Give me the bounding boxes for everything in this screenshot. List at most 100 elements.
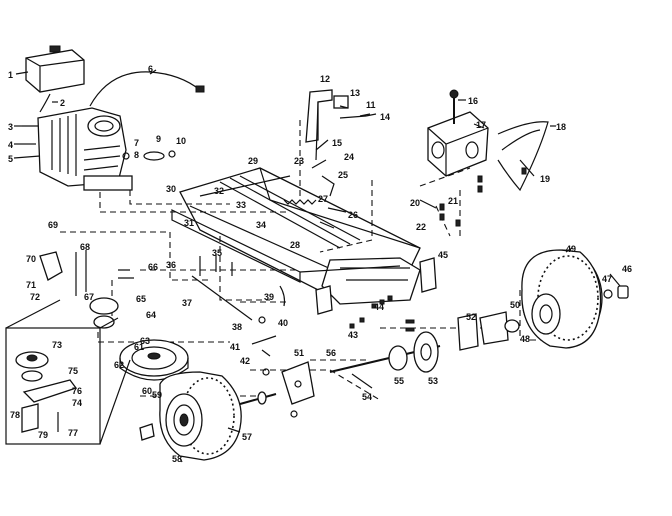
callout-46: 46 [622, 264, 632, 274]
bolts-26 [319, 207, 347, 229]
callout-5: 5 [8, 154, 13, 164]
callout-36: 36 [166, 260, 176, 270]
rod-19 [519, 159, 535, 177]
washer-47 [603, 289, 613, 299]
transaxle [427, 89, 489, 177]
callout-30: 30 [166, 184, 176, 194]
callout-41: 41 [230, 342, 240, 352]
engine [37, 107, 133, 191]
callout-27: 27 [318, 194, 328, 204]
callout-58: 58 [172, 454, 182, 464]
callout-28: 28 [290, 240, 300, 250]
shift-lever-assembly [305, 89, 367, 161]
callout-63: 63 [140, 336, 150, 346]
callout-11: 11 [366, 100, 376, 110]
callout-18: 18 [556, 122, 566, 132]
callout-78: 78 [10, 410, 20, 420]
callout-26: 26 [348, 210, 358, 220]
callout-15: 15 [332, 138, 342, 148]
hardware-row-44 [349, 295, 415, 332]
bracket-45 [419, 257, 437, 293]
fuel-tank [25, 45, 85, 93]
axle-55 [329, 331, 441, 373]
callout-labels: 1 2 3 4 5 6 7 8 9 10 11 12 13 14 15 16 1… [8, 64, 632, 464]
callout-3: 3 [8, 122, 13, 132]
callout-67: 67 [84, 292, 94, 302]
throttle-cable [89, 71, 201, 107]
fuel-line [39, 93, 51, 113]
callout-16: 16 [468, 96, 478, 106]
spindle-washer [257, 391, 267, 405]
assembly-lines [60, 120, 600, 401]
callout-1: 1 [8, 70, 13, 80]
callout-20: 20 [410, 198, 420, 208]
callout-32: 32 [214, 186, 224, 196]
callout-69: 69 [48, 220, 58, 230]
bolts-35 [199, 254, 233, 276]
callout-4: 4 [8, 140, 13, 150]
callout-64: 64 [146, 310, 156, 320]
callout-56: 56 [326, 348, 336, 358]
inset-detail-box [5, 299, 131, 445]
plate-53 [479, 311, 509, 345]
clip-39 [279, 285, 286, 307]
callout-7: 7 [134, 138, 139, 148]
callout-77: 77 [68, 428, 78, 438]
callout-14: 14 [380, 112, 390, 122]
axle-hole [294, 380, 302, 388]
axle-bracket-51 [281, 361, 315, 405]
callout-43: 43 [348, 330, 358, 340]
callout-79: 79 [38, 430, 48, 440]
belt-inner [501, 129, 541, 151]
callout-24: 24 [344, 152, 354, 162]
axle-cap-46 [617, 285, 629, 299]
callout-2: 2 [60, 98, 65, 108]
callout-44: 44 [374, 302, 384, 312]
callout-54: 54 [362, 392, 372, 402]
rear-wheel-right [521, 249, 603, 349]
callout-61: 61 [134, 342, 144, 352]
callout-42: 42 [240, 356, 250, 366]
pulley-62 [119, 339, 189, 381]
callout-35: 35 [212, 248, 222, 258]
plate-52 [457, 313, 479, 351]
callout-17: 17 [476, 120, 486, 130]
callout-39: 39 [264, 292, 274, 302]
callout-13: 13 [350, 88, 360, 98]
bushing-50 [504, 319, 520, 333]
bolt-20 [419, 199, 437, 209]
callout-47: 47 [602, 274, 612, 284]
callout-21: 21 [448, 196, 458, 206]
callout-37: 37 [182, 298, 192, 308]
front-wheel-left [159, 371, 242, 461]
gasket-9 [143, 151, 165, 161]
callout-55: 55 [394, 376, 404, 386]
nut-10 [168, 150, 176, 158]
callout-25: 25 [338, 170, 348, 180]
control-rod-37 [191, 275, 253, 321]
callout-40: 40 [278, 318, 288, 328]
callout-70: 70 [26, 254, 36, 264]
leader-lines [13, 69, 621, 463]
callout-65: 65 [136, 294, 146, 304]
callout-57: 57 [242, 432, 252, 442]
nut-57 [262, 368, 270, 376]
callout-71: 71 [26, 280, 36, 290]
spring-33 [283, 199, 317, 205]
callout-8: 8 [134, 150, 139, 160]
callout-68: 68 [80, 242, 90, 252]
callout-6: 6 [148, 64, 153, 74]
callout-66: 66 [148, 262, 158, 272]
bolt-54 [351, 373, 373, 389]
frame-chassis [171, 167, 421, 305]
callout-29: 29 [248, 156, 258, 166]
callout-72: 72 [30, 292, 40, 302]
callout-38: 38 [232, 322, 242, 332]
callout-33: 33 [236, 200, 246, 210]
callout-53: 53 [428, 376, 438, 386]
callout-49: 49 [566, 244, 576, 254]
fastener-stack [439, 167, 527, 227]
callout-45: 45 [438, 250, 448, 260]
